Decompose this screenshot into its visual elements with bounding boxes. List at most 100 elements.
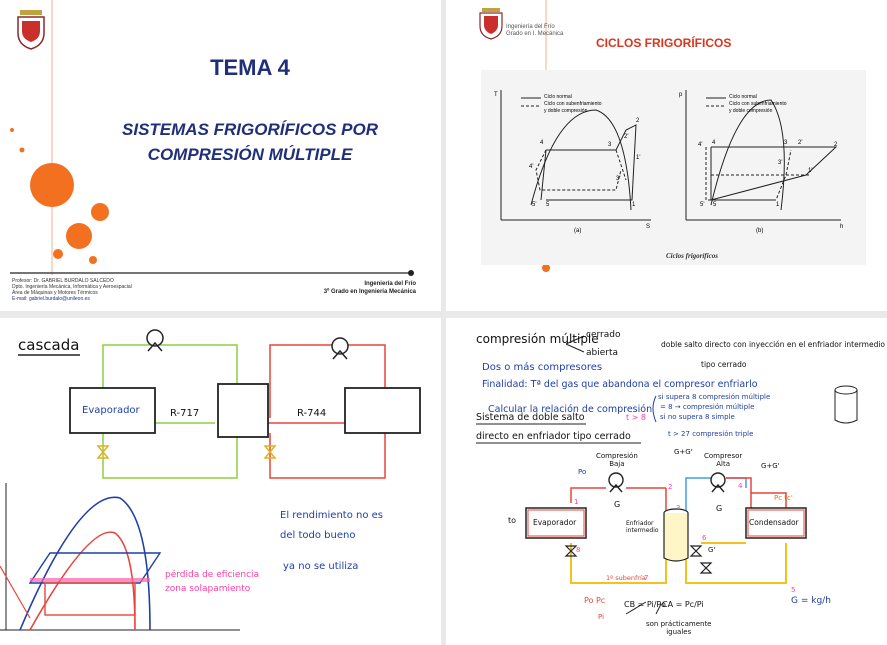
cooler-label-1: Enfriador: [626, 520, 654, 527]
legend-sub-2: y doble compresión: [729, 108, 773, 114]
comp-high-1: Compresor: [704, 452, 743, 460]
legend-sub-2: y doble compresión: [544, 108, 588, 114]
slide-title: TEMA 4 SISTEMAS FRIGORÍFICOS POR COMPRES…: [0, 0, 441, 311]
same-note-1: son prácticamente: [646, 620, 712, 628]
diagram-b-axis-y: p: [679, 92, 683, 98]
separator-horizontal: [0, 311, 887, 318]
point-label: 1': [808, 168, 813, 174]
comp-low-2: Baja: [609, 460, 625, 468]
point-label: 4: [540, 140, 544, 146]
same-note: son prácticamente iguales: [646, 620, 712, 636]
mass-flow-formula: G = kg/h: [791, 596, 831, 606]
diagram-a-axis-y: T: [494, 92, 498, 98]
comp-high-label: Compresor Alta: [704, 452, 742, 468]
point-label: 5: [546, 202, 550, 208]
compressor-icon: [710, 472, 726, 493]
ratio-rule: si supera 8 compresión múltiple: [658, 393, 771, 401]
label-g: G: [716, 504, 723, 513]
cascada-heading: cascada: [18, 336, 80, 354]
point-label: 2: [636, 118, 640, 124]
legend-a: Ciclo normal Ciclo con subenfriamiento y…: [544, 94, 602, 115]
multicompresion-drawing: [476, 335, 858, 615]
note-line: Calcular la relación de compresión: [488, 404, 653, 415]
note-option: cerrado: [586, 330, 621, 340]
compressor-icon: [146, 329, 164, 352]
footer-author: Profesor: Dr. GABRIEL BURDALO SALCEDO Dp…: [12, 278, 132, 302]
point-label: 3': [778, 160, 783, 166]
legend-sub-1: Ciclo con subenfriamiento: [544, 101, 602, 107]
remark-line: del todo bueno: [280, 530, 356, 541]
state-number: 4: [738, 482, 743, 490]
slide-cycles: Ingeniería del Frío Grado en I. Mecánica…: [446, 0, 887, 311]
ratio-ca: CA = Pc/Pi: [662, 600, 704, 609]
diagram-a-label: (a): [574, 228, 582, 234]
label-pc: Pc tc': [774, 494, 793, 502]
comp-low-1: Compresión: [596, 452, 638, 460]
footer-line: Dpto. Ingeniería Mecánica, Informática y…: [12, 284, 132, 290]
note-cascada: cascada Evaporador R-717 R-744 El rendim…: [0, 318, 441, 645]
note-pink: t > 8: [626, 413, 647, 422]
slide-subtitle-1: SISTEMAS FRIGORÍFICOS POR: [122, 120, 378, 139]
evaporator-box-label: Evaporador: [533, 518, 577, 527]
same-note-2: iguales: [666, 628, 692, 636]
point-label: 4': [529, 164, 534, 170]
footer-line: Profesor: Dr. GABRIEL BURDALO SALCEDO: [12, 278, 114, 284]
crest-logo: [479, 8, 503, 40]
state-number: 1: [574, 498, 579, 506]
note-option: abierta: [586, 348, 619, 358]
point-label: 5: [713, 202, 717, 208]
flow-label: G+G': [674, 448, 693, 456]
comp-low-label: Compresión Baja: [596, 452, 638, 468]
header-course-1: Ingeniería del Frío: [506, 24, 555, 30]
slide-cycles-decor: [479, 0, 866, 272]
crest-logo: [17, 10, 45, 50]
separator-vertical: [441, 0, 446, 645]
pink-note: pérdida de eficiencia: [165, 570, 260, 580]
point-label: 5': [532, 202, 537, 208]
pink-note: zona solapamiento: [165, 584, 251, 594]
slide-title-decor: [10, 0, 414, 276]
remark-line: ya no se utiliza: [283, 561, 359, 572]
footer-line: Área de Máquinas y Motores Térmicos: [12, 290, 98, 296]
note-side: tipo cerrado: [701, 360, 747, 369]
evaporator-label: Evaporador: [82, 405, 140, 416]
refrigerant-right: R-744: [297, 408, 327, 419]
legend-b: Ciclo normal Ciclo con subenfriamiento y…: [729, 94, 787, 115]
point-label: 5': [700, 202, 705, 208]
note-line: Finalidad: Tª del gas que abandona el co…: [482, 379, 758, 390]
state-number: 3: [676, 504, 681, 512]
footer-course-1: Ingeniería del Frío: [364, 281, 416, 287]
note-line: Sistema de doble salto: [476, 412, 585, 423]
point-label: 3: [784, 140, 788, 146]
label-po: Po: [578, 468, 587, 476]
ratio-cb: CB = Pi/Po: [624, 600, 666, 609]
diagram-b-label: (b): [756, 228, 764, 234]
legend-normal: Ciclo normal: [544, 94, 572, 100]
pressure-pi: Pi: [598, 613, 605, 621]
slide-title-heading: TEMA 4: [210, 55, 290, 80]
state-number: 8: [576, 546, 581, 554]
figure-caption: Ciclos frigoríficos: [666, 252, 718, 260]
point-label: 3: [608, 142, 612, 148]
legend-normal: Ciclo normal: [729, 94, 757, 100]
ratio-rule: t > 27 compresión triple: [668, 430, 754, 438]
state-number: 6: [702, 534, 707, 542]
point-label: 4': [698, 142, 703, 148]
header-course-2: Grado en I. Mecánica: [506, 31, 564, 37]
slide-subtitle-2: COMPRESIÓN MÚLTIPLE: [147, 145, 353, 164]
point-label: 1': [636, 155, 641, 161]
diagram-b-axis-x: h: [840, 224, 844, 230]
state-number: 7: [644, 574, 649, 582]
pressure-labels: Po Pc: [584, 596, 606, 605]
note-line: compresión múltiple: [476, 332, 599, 346]
compressor-icon: [331, 337, 349, 360]
remark-line: El rendimiento no es: [280, 510, 384, 521]
point-label: 2': [624, 134, 629, 140]
point-label: 1: [632, 202, 636, 208]
footer-email[interactable]: E-mail: gabriel.burdalo@unileon.es: [12, 296, 90, 302]
point-label: 1: [776, 202, 780, 208]
refrigerant-left: R-717: [170, 408, 200, 419]
state-number: 2: [668, 483, 673, 491]
point-label: 3': [616, 176, 621, 182]
legend-sub-1: Ciclo con subenfriamiento: [729, 101, 787, 107]
